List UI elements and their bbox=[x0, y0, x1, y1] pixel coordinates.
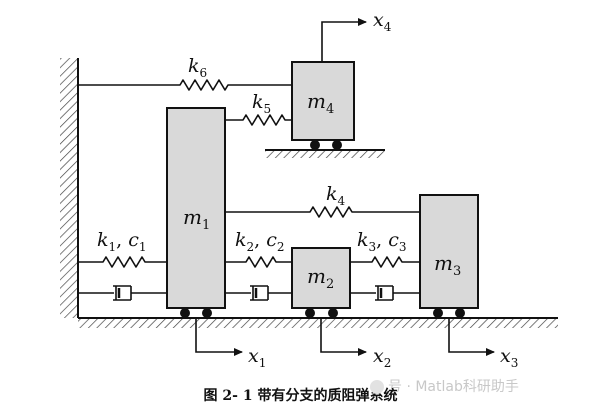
label-x3: x3 bbox=[500, 345, 518, 370]
mass-m4 bbox=[291, 61, 355, 141]
spring-k5 bbox=[225, 114, 292, 126]
label-k1-c1: k1, c1 bbox=[97, 229, 147, 254]
label-k3-c3: k3, c3 bbox=[357, 229, 407, 254]
spring-k4 bbox=[225, 206, 420, 218]
ground bbox=[78, 317, 558, 328]
damper-c2 bbox=[225, 285, 292, 301]
label-k5: k5 bbox=[252, 91, 271, 116]
arrow-x1 bbox=[195, 318, 243, 356]
mass-m1 bbox=[166, 107, 226, 309]
label-k2-c2: k2, c2 bbox=[235, 229, 285, 254]
arrow-x2 bbox=[320, 318, 367, 356]
label-m1: m1 bbox=[183, 205, 210, 233]
watermark: 号 · Matlab科研助手 bbox=[370, 376, 519, 396]
label-k6: k6 bbox=[188, 55, 207, 80]
label-x1: x1 bbox=[248, 345, 266, 370]
spring-k2 bbox=[225, 256, 292, 268]
spring-k1 bbox=[78, 256, 167, 268]
label-k4: k4 bbox=[326, 183, 346, 208]
wechat-icon bbox=[370, 380, 384, 394]
spring-k3 bbox=[350, 256, 420, 268]
damper-c3 bbox=[350, 285, 420, 301]
wheels bbox=[180, 140, 465, 318]
mass-m2 bbox=[291, 247, 351, 309]
label-m2: m2 bbox=[307, 264, 334, 292]
arrow-x3 bbox=[448, 318, 495, 356]
label-m3: m3 bbox=[434, 251, 461, 279]
watermark-text: 号 · Matlab科研助手 bbox=[388, 379, 519, 395]
damper-c1 bbox=[78, 285, 167, 301]
fixed-wall bbox=[60, 58, 79, 318]
mass-m3 bbox=[419, 194, 479, 309]
spring-k6 bbox=[78, 79, 292, 91]
label-m4: m4 bbox=[307, 89, 334, 117]
m4-platform bbox=[265, 149, 385, 158]
figure-caption: 图 2- 1 带有分支的质阻弹系统 bbox=[203, 388, 398, 404]
label-x4: x4 bbox=[373, 9, 392, 34]
label-x2: x2 bbox=[373, 345, 391, 370]
arrow-x4 bbox=[321, 18, 367, 62]
